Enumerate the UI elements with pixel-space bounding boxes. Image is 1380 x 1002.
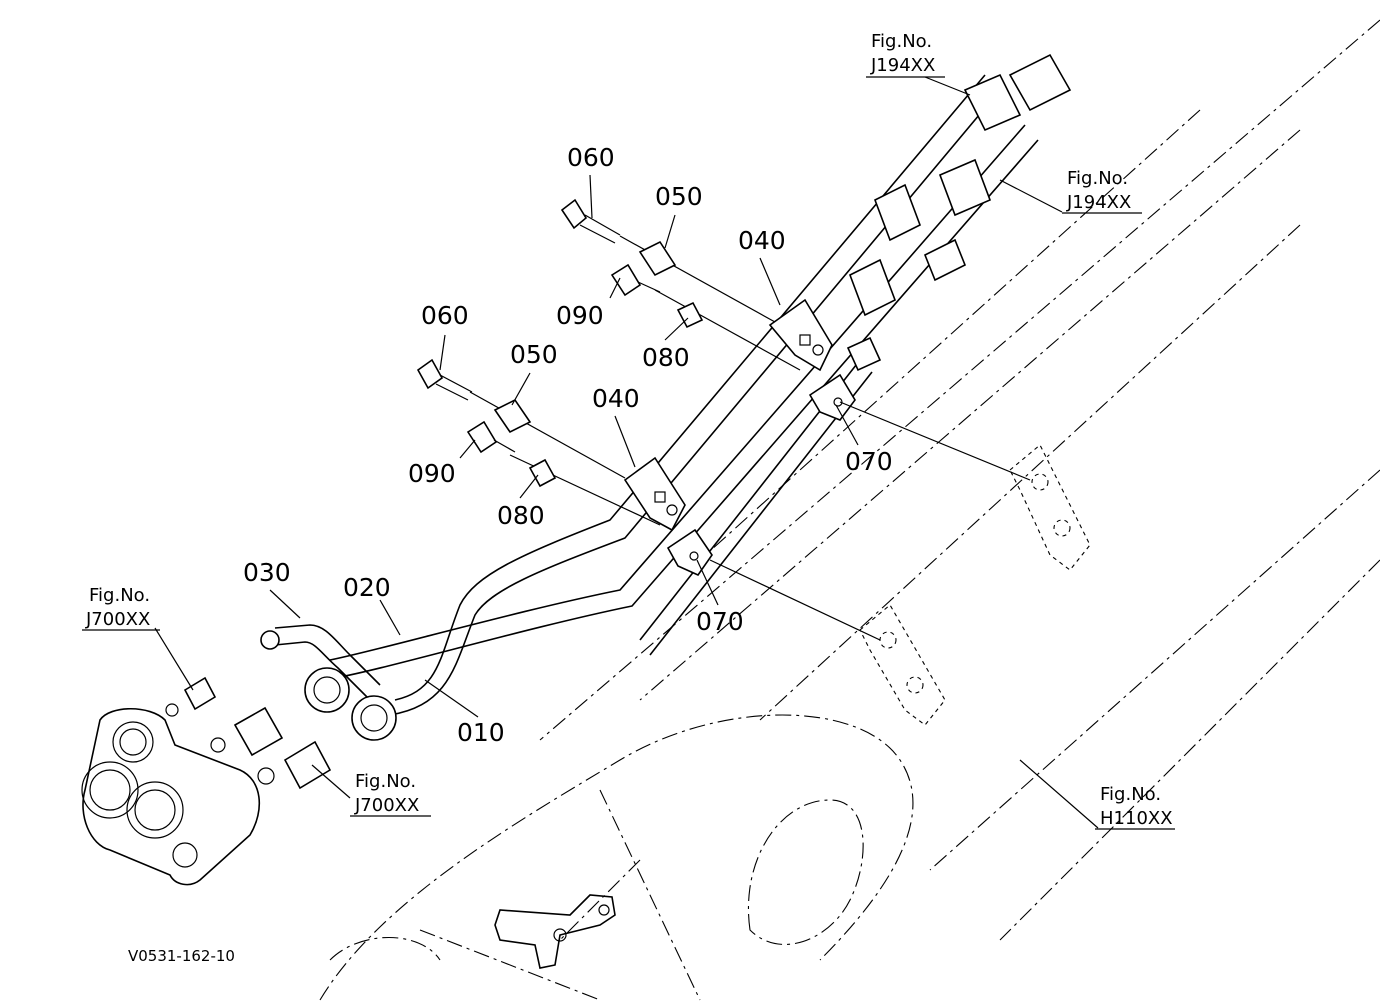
callout-040-upper: 040 bbox=[738, 226, 786, 255]
callout-090-lower: 090 bbox=[408, 459, 456, 488]
upper-fittings bbox=[846, 53, 1072, 372]
bolt-090-upper bbox=[610, 263, 661, 297]
boom-bracket-lower bbox=[859, 604, 946, 726]
spacer-080-lower bbox=[528, 458, 557, 488]
callout-070-lower: 070 bbox=[696, 607, 744, 636]
callout-010: 010 bbox=[457, 718, 505, 747]
figure-ref-j194-top: Fig.No. J194XX bbox=[866, 31, 945, 78]
spacer-050-upper bbox=[638, 240, 677, 277]
callout-030: 030 bbox=[243, 558, 291, 587]
figure-ref-j700-left: Fig.No. J700XX bbox=[82, 585, 160, 631]
callout-050-upper: 050 bbox=[655, 182, 703, 211]
bolt-060-lower bbox=[416, 358, 473, 401]
valve-block bbox=[81, 708, 261, 886]
svg-text:Fig.No.: Fig.No. bbox=[89, 585, 150, 606]
callout-060-upper: 060 bbox=[567, 143, 615, 172]
svg-text:Fig.No.: Fig.No. bbox=[1100, 784, 1161, 805]
callout-080-upper: 080 bbox=[642, 343, 690, 372]
bolt-060-upper bbox=[560, 198, 621, 244]
diagram-code: V0531-162-10 bbox=[128, 947, 235, 965]
boom-arm-outline bbox=[319, 19, 1380, 1001]
svg-text:J700XX: J700XX bbox=[354, 795, 419, 816]
callout-050-lower: 050 bbox=[510, 340, 558, 369]
leader-lines bbox=[154, 76, 1099, 829]
bolt-090-lower bbox=[466, 420, 516, 454]
clamp-070-upper bbox=[808, 373, 856, 421]
callout-080-lower: 080 bbox=[497, 501, 545, 530]
svg-text:J194XX: J194XX bbox=[870, 55, 935, 76]
svg-text:Fig.No.: Fig.No. bbox=[871, 31, 932, 52]
callout-060-lower: 060 bbox=[421, 301, 469, 330]
callouts: 010 020 030 040 040 050 050 060 060 070 … bbox=[243, 143, 893, 747]
boom-bracket-upper bbox=[1009, 444, 1091, 571]
boom-bracket-bottom bbox=[494, 894, 616, 969]
callout-020: 020 bbox=[343, 573, 391, 602]
svg-text:H110XX: H110XX bbox=[1100, 808, 1173, 829]
figure-ref-j700-bottom: Fig.No. J700XX bbox=[350, 771, 431, 817]
svg-text:J194XX: J194XX bbox=[1066, 192, 1131, 213]
pipe-030 bbox=[274, 624, 381, 699]
spacer-050-lower bbox=[493, 398, 532, 434]
pipe-010 bbox=[389, 74, 1001, 716]
clamp-070-lower bbox=[666, 528, 713, 577]
clamp-040-lower bbox=[623, 456, 686, 532]
svg-text:J700XX: J700XX bbox=[85, 609, 150, 630]
callout-040-lower: 040 bbox=[592, 384, 640, 413]
figure-ref-j194-right: Fig.No. J194XX bbox=[1062, 168, 1142, 214]
figure-ref-h110: Fig.No. H110XX bbox=[1095, 784, 1175, 830]
pipe-020 bbox=[329, 124, 1039, 679]
callout-070-upper: 070 bbox=[845, 447, 893, 476]
svg-text:Fig.No.: Fig.No. bbox=[355, 771, 416, 792]
callout-090-upper: 090 bbox=[556, 301, 604, 330]
svg-text:Fig.No.: Fig.No. bbox=[1067, 168, 1128, 189]
projection-lines bbox=[469, 235, 1031, 641]
clamp-040-upper bbox=[768, 298, 833, 372]
valve-fittings bbox=[165, 630, 397, 790]
